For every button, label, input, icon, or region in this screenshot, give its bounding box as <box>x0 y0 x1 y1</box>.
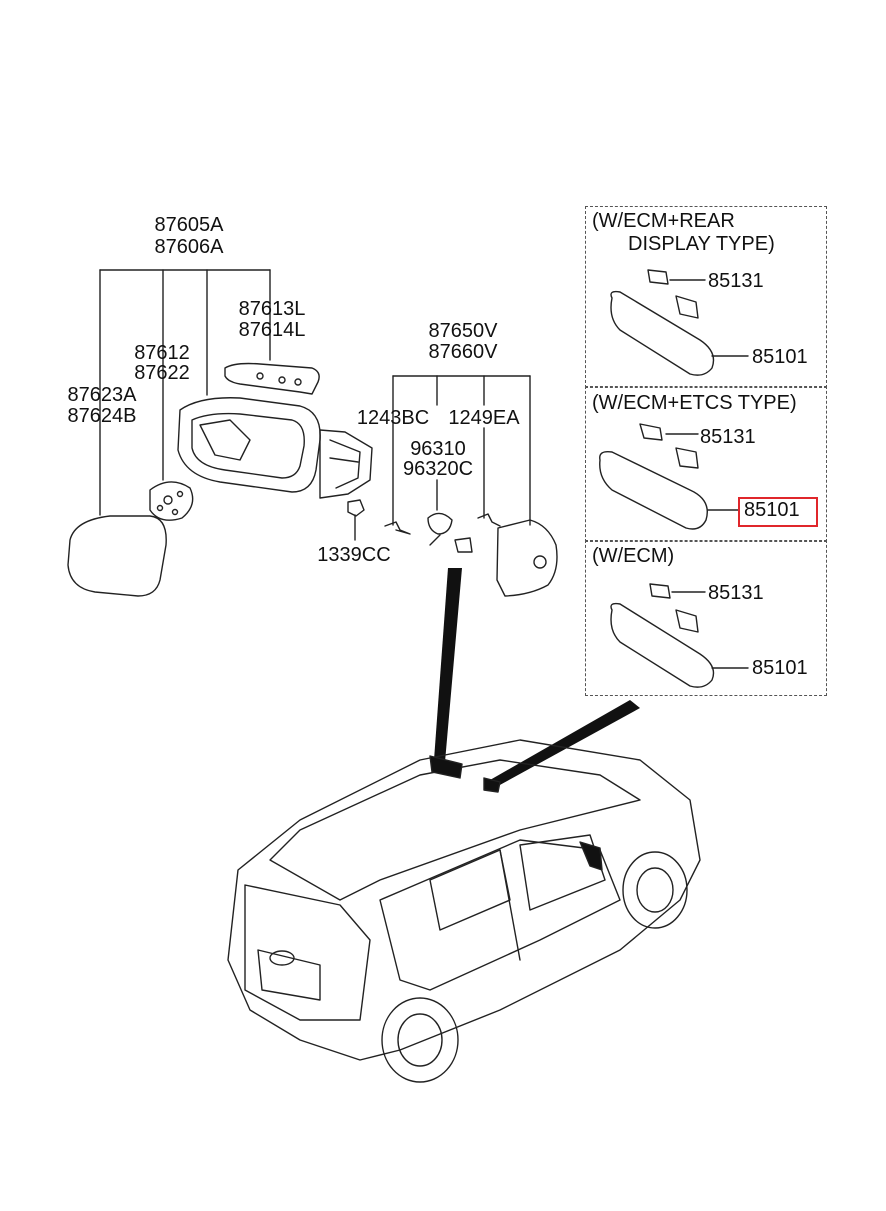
callout-inside-assembly-2[interactable]: 87660V <box>428 341 498 363</box>
nut-shape <box>347 499 365 517</box>
inset-box-etcs <box>585 386 827 542</box>
inset-box-ecm <box>585 540 827 696</box>
inside-leader-lines <box>392 375 531 526</box>
inset-3-part-bottom[interactable]: 85101 <box>752 657 808 679</box>
callout-actuator-1[interactable]: 87612 <box>134 342 190 364</box>
screw-a-shape <box>384 521 411 535</box>
cover-plate-shape <box>496 519 558 597</box>
inset-box-rear-display <box>585 206 827 388</box>
mirror-glass-shape <box>67 515 167 597</box>
inset-1-title-line2: DISPLAY TYPE) <box>628 233 775 255</box>
callout-glass-1[interactable]: 87623A <box>67 384 137 406</box>
callout-screw-b[interactable]: 1249EA <box>448 407 520 429</box>
inset-1-part-bottom[interactable]: 85101 <box>752 346 808 368</box>
inset-3-title: (W/ECM) <box>592 545 675 567</box>
callout-sensor-2[interactable]: 96320C <box>402 458 474 480</box>
screw-b-shape <box>477 513 501 527</box>
inside-mirror-1-shape <box>610 269 749 376</box>
vehicle-outline <box>227 739 701 1083</box>
inset-2-part-top[interactable]: 85131 <box>700 426 756 448</box>
callout-mirror-assembly-1[interactable]: 87605A <box>154 214 224 236</box>
highlight-box <box>738 497 818 527</box>
callout-sensor-1[interactable]: 96310 <box>410 438 466 460</box>
callout-screw-a[interactable]: 1243BC <box>356 407 430 429</box>
arrow-to-car-a <box>434 568 462 762</box>
inset-2-part-bottom[interactable]: 85101 <box>744 499 800 521</box>
callout-nut[interactable]: 1339CC <box>317 544 391 566</box>
inset-2-title: (W/ECM+ETCS TYPE) <box>592 392 797 414</box>
mirror-housing-shape <box>177 397 373 499</box>
mirror-leader-lines <box>99 269 271 516</box>
callout-mirror-assembly-2[interactable]: 87606A <box>154 236 224 258</box>
inset-3-part-top[interactable]: 85131 <box>708 582 764 604</box>
actuator-shape <box>149 481 194 521</box>
callout-cover-1[interactable]: 87613L <box>238 298 306 320</box>
callout-glass-2[interactable]: 87624B <box>67 405 137 427</box>
inside-mirror-2-shape <box>599 423 739 530</box>
sensor-shape <box>427 512 473 553</box>
arrow-to-car-b <box>490 700 640 786</box>
inset-1-title-line1: (W/ECM+REAR <box>592 210 735 232</box>
callout-inside-assembly-1[interactable]: 87650V <box>428 320 498 342</box>
inset-1-part-top[interactable]: 85131 <box>708 270 764 292</box>
callout-actuator-2[interactable]: 87622 <box>134 362 190 384</box>
cover-shape <box>224 362 320 395</box>
callout-cover-2[interactable]: 87614L <box>238 319 306 341</box>
inside-mirror-3-shape <box>610 583 749 688</box>
